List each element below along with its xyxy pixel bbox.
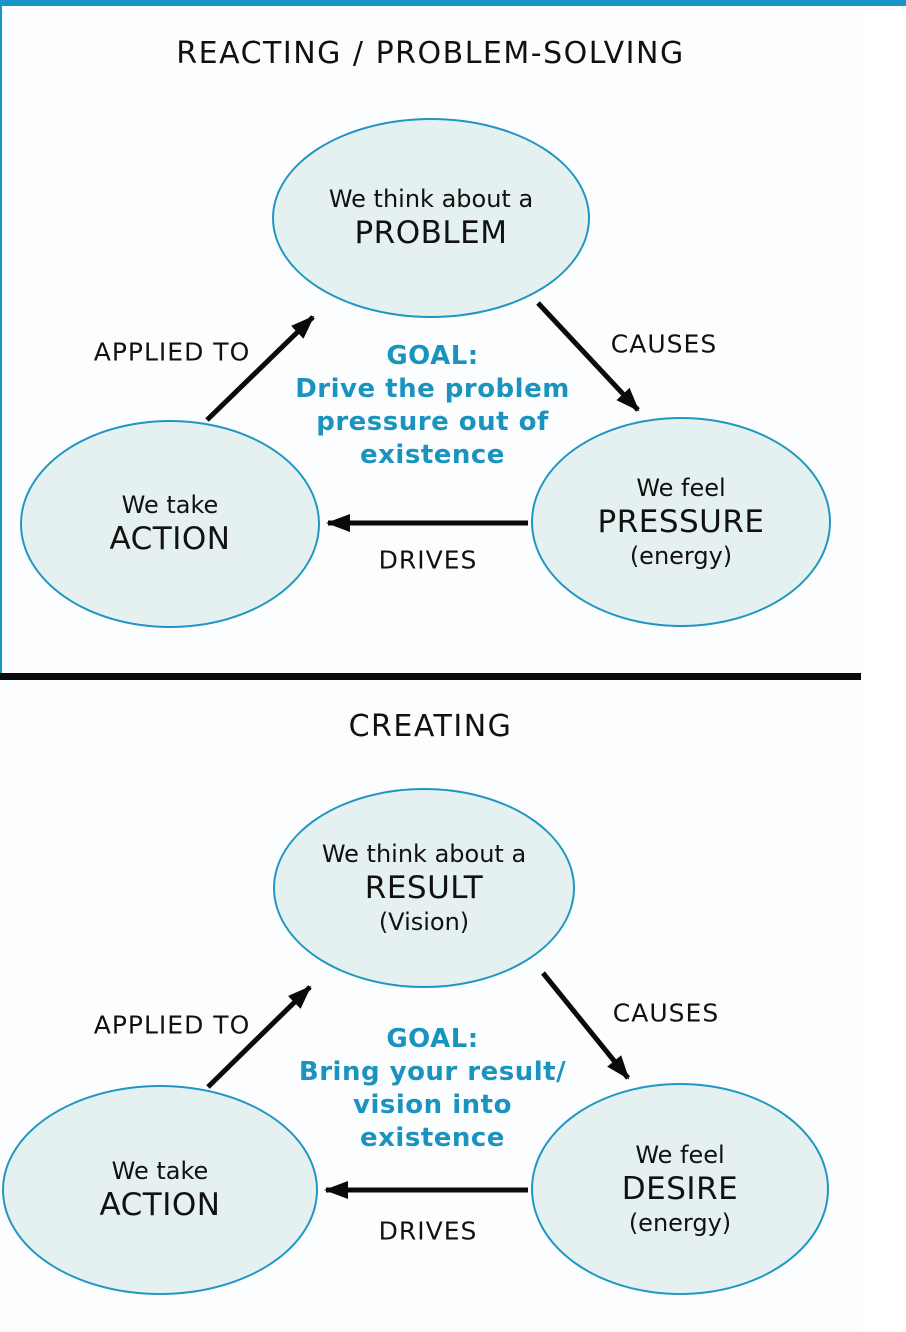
goal-line2-1: pressure out of	[316, 407, 549, 437]
goal-heading-1: GOAL:	[386, 341, 479, 371]
node-action-2: We take ACTION	[2, 1085, 318, 1295]
node-result: We think about a RESULT (Vision)	[273, 788, 575, 988]
node-result-line1: We think about a	[321, 839, 527, 868]
node-result-main: RESULT	[364, 869, 484, 906]
left-border-line	[0, 6, 2, 673]
section-title-creating: CREATING	[348, 709, 513, 744]
goal-heading-2: GOAL:	[386, 1024, 479, 1054]
node-problem: We think about a PROBLEM	[272, 118, 590, 318]
section-divider	[0, 673, 861, 680]
node-result-sub: (Vision)	[378, 908, 470, 937]
goal-block-creating: GOAL: Bring your result/ vision into exi…	[240, 1023, 625, 1155]
goal-line3-1: existence	[360, 440, 505, 470]
edge-label-causes-2: CAUSES	[612, 998, 720, 1028]
node-pressure: We feel PRESSURE (energy)	[531, 417, 831, 627]
node-desire-sub: (energy)	[628, 1209, 732, 1238]
node-action-1-main: ACTION	[109, 520, 231, 557]
section-title-reacting: REACTING / PROBLEM-SOLVING	[176, 36, 685, 71]
goal-block-reacting: GOAL: Drive the problem pressure out of …	[240, 340, 625, 472]
node-pressure-main: PRESSURE	[597, 503, 765, 540]
edge-label-drives-2: DRIVES	[378, 1216, 478, 1246]
goal-line1-1: Drive the problem	[295, 374, 570, 404]
node-action-1: We take ACTION	[20, 420, 320, 628]
node-action-1-line1: We take	[121, 490, 219, 519]
edge-label-drives-1: DRIVES	[378, 545, 478, 575]
top-border-line	[0, 0, 906, 6]
node-pressure-sub: (energy)	[629, 542, 733, 571]
right-margin	[862, 6, 906, 1332]
edge-label-causes-1: CAUSES	[610, 329, 718, 359]
node-pressure-line1: We feel	[636, 473, 726, 502]
edge-label-applied-to-2: APPLIED TO	[93, 1010, 251, 1040]
node-desire-line1: We feel	[635, 1140, 725, 1169]
goal-line3-2: existence	[360, 1123, 505, 1153]
node-desire: We feel DESIRE (energy)	[531, 1083, 829, 1295]
goal-line2-2: vision into	[353, 1090, 512, 1120]
node-desire-main: DESIRE	[621, 1170, 739, 1207]
goal-line1-2: Bring your result/	[298, 1057, 567, 1087]
node-action-2-line1: We take	[111, 1156, 209, 1185]
node-action-2-main: ACTION	[99, 1186, 221, 1223]
node-problem-line1: We think about a	[328, 184, 534, 213]
edge-label-applied-to-1: APPLIED TO	[93, 337, 251, 367]
node-problem-main: PROBLEM	[354, 214, 508, 251]
